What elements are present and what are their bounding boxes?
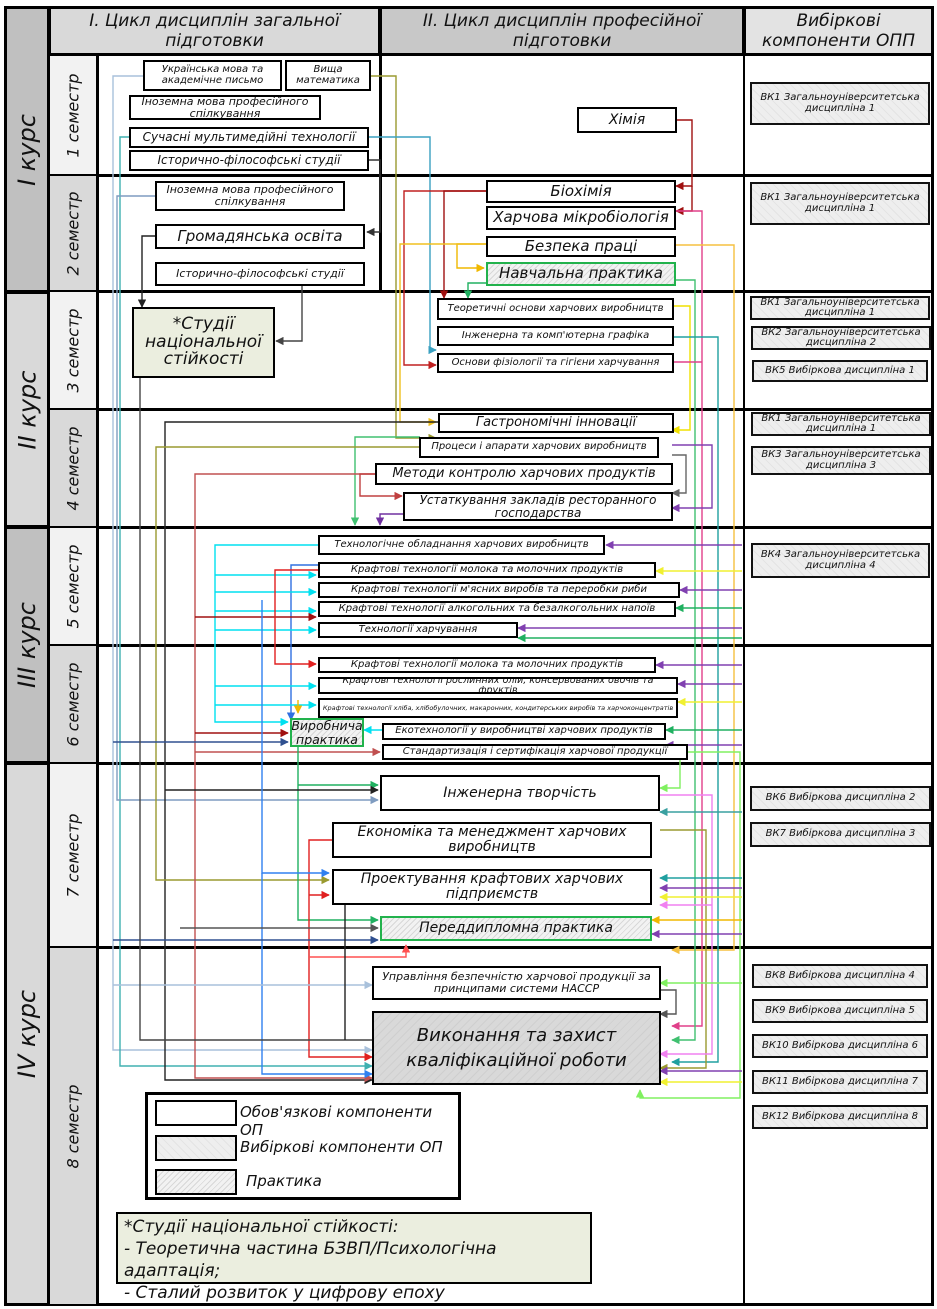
course-history-philosophy-1[interactable]: Історично-філософські студії	[129, 150, 369, 171]
divider-s7-s8	[96, 946, 934, 949]
elective-s7-vk6[interactable]: ВК6 Вибіркова дисципліна 2	[750, 786, 931, 811]
elective-s2-vk1[interactable]: ВК1 Загальноуніверситетська дисципліна 1	[750, 182, 930, 225]
course-standardization[interactable]: Стандартизація і сертифікація харчової п…	[382, 744, 688, 760]
practice-industrial[interactable]: Виробнича практика	[290, 718, 364, 747]
course-national-resilience[interactable]: *Студії національної стійкості	[132, 307, 275, 378]
course-catering-tech[interactable]: Технології харчування	[318, 622, 518, 638]
legend-label-elective: Вибіркові компоненти ОП	[240, 1138, 443, 1156]
header-electives: Вибіркові компоненти ОПП	[743, 6, 934, 56]
course-history-philosophy-2[interactable]: Історично-філософські студії	[155, 262, 365, 286]
practice-educational[interactable]: Навчальна практика	[486, 262, 676, 286]
course-engineering-graphics[interactable]: Інженерна та комп'ютерна графіка	[437, 326, 674, 346]
course-engineering-creativity[interactable]: Інженерна творчість	[380, 775, 660, 811]
elective-s1-vk1[interactable]: ВК1 Загальноуніверситетська дисципліна 1	[750, 82, 930, 125]
course-control-methods[interactable]: Методи контролю харчових продуктів	[375, 463, 673, 485]
course-craft-bakery[interactable]: Крафтові технології хліба, хлібобулочних…	[318, 698, 678, 718]
course-gastronomic-innovations[interactable]: Гастрономічні інновації	[438, 413, 674, 433]
course-foreign-language-1[interactable]: Іноземна мова професійного спілкування	[129, 95, 321, 120]
course-labor-safety[interactable]: Безпека праці	[486, 236, 676, 257]
course-tech-equipment[interactable]: Технологічне обладнання харчових виробни…	[318, 535, 605, 555]
course-theoretical-foundations[interactable]: Теоретичні основи харчових виробництв	[437, 298, 674, 320]
divider-s6-s7	[96, 762, 934, 765]
course-restaurant-equipment[interactable]: Устаткування закладів ресторанного госпо…	[403, 492, 673, 521]
semester-5: 5 семестр	[48, 526, 98, 646]
divider-s2-s3	[96, 290, 934, 293]
elective-s8-vk10[interactable]: ВК10 Вибіркова дисципліна 6	[752, 1034, 928, 1058]
course-biochemistry[interactable]: Біохімія	[486, 180, 676, 203]
course-label: І курс	[13, 113, 41, 186]
course-label: ІV курс	[13, 989, 42, 1079]
course-civic-education[interactable]: Громадянська освіта	[155, 224, 365, 249]
elective-s7-vk7[interactable]: ВК7 Вибіркова дисципліна 3	[750, 822, 931, 847]
elective-s3-vk2[interactable]: ВК2 Загальноуніверситетська дисципліна 2	[751, 326, 931, 350]
course-label: ІІІ курс	[13, 602, 41, 688]
course-craft-oils-vegetables[interactable]: Крафтові технології рослинних олій, конс…	[318, 677, 678, 694]
semester-3: 3 семестр	[48, 290, 98, 410]
course-craft-meat-fish[interactable]: Крафтові технології м'ясних виробів та п…	[318, 582, 680, 598]
legend-swatch-practice	[155, 1169, 237, 1195]
footnote-national-resilience: *Студії національної стійкості: - Теорет…	[116, 1212, 592, 1303]
course-processes-apparatus[interactable]: Процеси і апарати харчових виробництв	[419, 437, 659, 458]
course-3: ІІІ курс	[4, 526, 50, 764]
course-ukrainian-language[interactable]: Українська мова та академічне письмо	[143, 60, 282, 91]
course-qualification-work[interactable]: Виконання та захист кваліфікаційної робо…	[372, 1011, 661, 1085]
course-foreign-language-2[interactable]: Іноземна мова професійного спілкування	[155, 181, 345, 211]
elective-s8-vk9[interactable]: ВК9 Вибіркова дисципліна 5	[752, 999, 928, 1023]
legend-label-practice: Практика	[246, 1172, 322, 1190]
course-higher-math[interactable]: Вища математика	[285, 60, 371, 91]
divider-s3-s4	[96, 408, 934, 411]
divider-sem-content	[96, 54, 99, 1306]
semester-8: 8 семестр	[48, 946, 98, 1306]
course-4: ІV курс	[4, 762, 50, 1306]
course-multimedia-tech[interactable]: Сучасні мультимедійні технології	[129, 127, 369, 148]
course-label: ІІ курс	[13, 370, 42, 449]
course-enterprise-design[interactable]: Проектування крафтових харчових підприєм…	[332, 869, 652, 905]
semester-4: 4 семестр	[48, 408, 98, 528]
divider-s5-s6	[96, 644, 934, 647]
semester-7: 7 семестр	[48, 762, 98, 948]
course-craft-dairy-6[interactable]: Крафтові технології молока та молочних п…	[318, 657, 656, 673]
elective-s3-vk5[interactable]: ВК5 Вибіркова дисципліна 1	[752, 360, 928, 382]
semester-6: 6 семестр	[48, 644, 98, 764]
course-haccp[interactable]: Управління безпечністю харчової продукці…	[372, 966, 661, 1000]
elective-s4-vk3[interactable]: ВК3 Загальноуніверситетська дисципліна 3	[751, 446, 931, 475]
course-food-microbiology[interactable]: Харчова мікробіологія	[486, 206, 676, 230]
divider-s4-s5	[96, 526, 934, 529]
elective-s8-vk8[interactable]: ВК8 Вибіркова дисципліна 4	[752, 964, 928, 988]
header-professional-cycle: ІІ. Цикл дисциплін професійної підготовк…	[379, 6, 745, 56]
elective-s5-vk4[interactable]: ВК4 Загальноуніверситетська дисципліна 4	[751, 543, 930, 578]
elective-s3-vk1[interactable]: ВК1 Загальноуніверситетська дисципліна 1	[750, 296, 930, 320]
divider-electives	[743, 54, 745, 1306]
divider-general-s12	[379, 54, 382, 292]
footnote-title: *Студії національної стійкості:	[124, 1217, 399, 1237]
elective-s4-vk1[interactable]: ВК1 Загальноуніверситетська дисципліна 1	[751, 412, 931, 436]
practice-pre-diploma[interactable]: Переддипломна практика	[380, 916, 652, 941]
elective-s8-vk12[interactable]: ВК12 Вибіркова дисципліна 8	[752, 1105, 928, 1129]
divider-s1-s2	[96, 174, 934, 177]
legend-swatch-mandatory	[155, 1100, 237, 1126]
footnote-line: - Сталий розвиток у цифрову епоху	[124, 1283, 445, 1303]
course-1: І курс	[4, 6, 50, 293]
legend-swatch-elective	[155, 1135, 237, 1161]
elective-s8-vk11[interactable]: ВК11 Вибіркова дисципліна 7	[752, 1070, 928, 1094]
legend: Обов'язкові компоненти ОП Вибіркові комп…	[145, 1092, 461, 1200]
course-physiology-hygiene[interactable]: Основи фізіології та гігієни харчування	[437, 353, 674, 373]
course-economics-management[interactable]: Економіка та менеджмент харчових виробни…	[332, 822, 652, 858]
semester-1: 1 семестр	[48, 54, 98, 176]
semester-2: 2 семестр	[48, 174, 98, 292]
course-2: ІІ курс	[4, 291, 50, 528]
header-general-cycle: І. Цикл дисциплін загальної підготовки	[48, 6, 381, 56]
legend-label-mandatory: Обов'язкові компоненти ОП	[240, 1103, 433, 1139]
course-chemistry[interactable]: Хімія	[577, 107, 677, 133]
footnote-line: - Теоретична частина БЗВП/Психологічна а…	[124, 1239, 497, 1281]
course-craft-beverages[interactable]: Крафтові технології алкогольних та безал…	[318, 601, 676, 617]
course-craft-dairy-5[interactable]: Крафтові технології молока та молочних п…	[318, 562, 656, 578]
course-eco-tech[interactable]: Екотехнології у виробництві харчових про…	[382, 723, 666, 740]
